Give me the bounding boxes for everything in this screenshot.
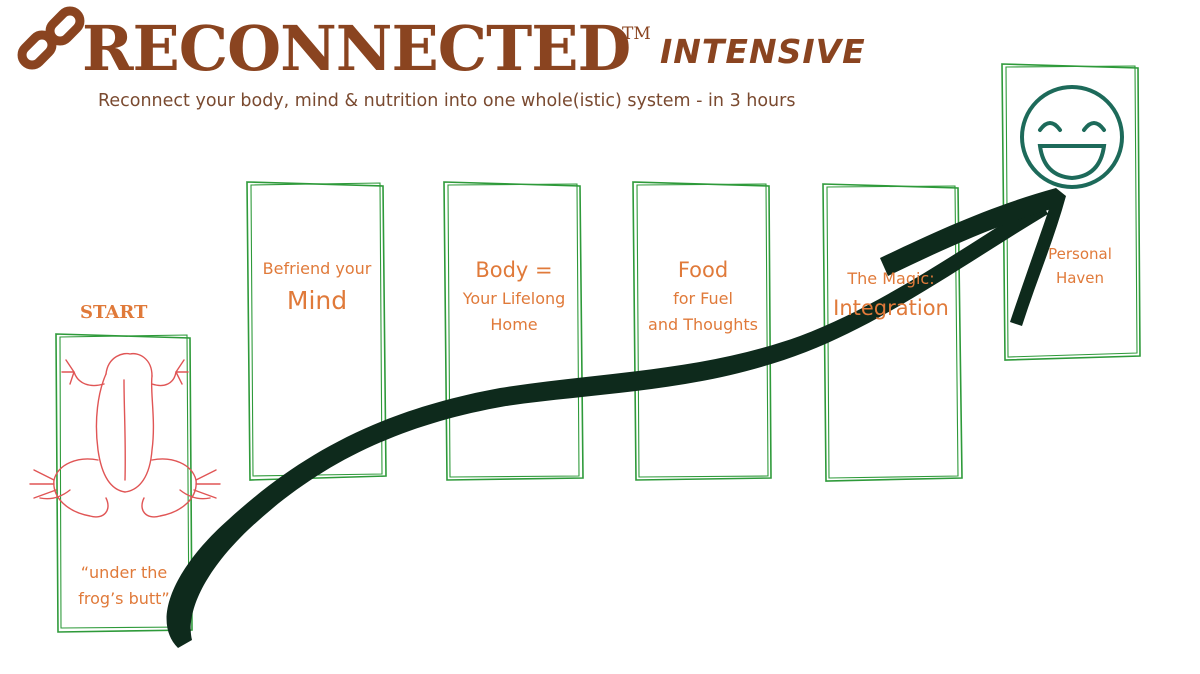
goal-line1: Personal (1048, 245, 1112, 263)
start-caption: “under the frog’s butt” (58, 560, 190, 612)
step-3-line1: Food (677, 258, 729, 282)
frog-icon (29, 352, 221, 518)
step-box-1 (246, 181, 387, 481)
step-1-line1: Befriend your (262, 259, 372, 278)
brand-title: RECONNECTED (82, 12, 631, 85)
step-2-line3: Home (490, 315, 538, 334)
step-2: Body = Your Lifelong Home (446, 254, 582, 338)
step-1-line2: Mind (286, 286, 348, 315)
step-2-line2: Your Lifelong (462, 289, 566, 308)
start-caption-line1: “under the (80, 563, 168, 582)
step-3: Food for Fuel and Thoughts (635, 254, 771, 338)
goal-box (1001, 63, 1141, 361)
step-2-line1: Body = (475, 258, 553, 282)
step-3-line3: and Thoughts (648, 315, 758, 334)
goal: Personal Haven (1012, 242, 1148, 290)
step-4-line2: Integration (833, 296, 949, 320)
step-4: The Magic: Integration (818, 266, 964, 324)
step-4-line1: The Magic: (847, 269, 935, 288)
start-label: START (80, 302, 148, 323)
arrow-icon (166, 188, 1066, 648)
trademark: TM (622, 24, 651, 44)
chain-link-icon (17, 6, 85, 70)
goal-line2: Haven (1055, 269, 1105, 287)
step-box-4 (822, 183, 963, 482)
box-outlines (55, 63, 1141, 633)
step-1: Befriend your Mind (249, 256, 385, 320)
step-box-2 (443, 181, 584, 481)
smiley-icon (1020, 85, 1124, 189)
brand-suffix: INTENSIVE (660, 32, 866, 71)
start-caption-line2: frog’s butt” (78, 589, 170, 608)
step-3-line2: for Fuel (673, 289, 733, 308)
tagline: Reconnect your body, mind & nutrition in… (98, 91, 796, 111)
header: RECONNECTED TM INTENSIVE Reconnect your … (0, 0, 1200, 130)
